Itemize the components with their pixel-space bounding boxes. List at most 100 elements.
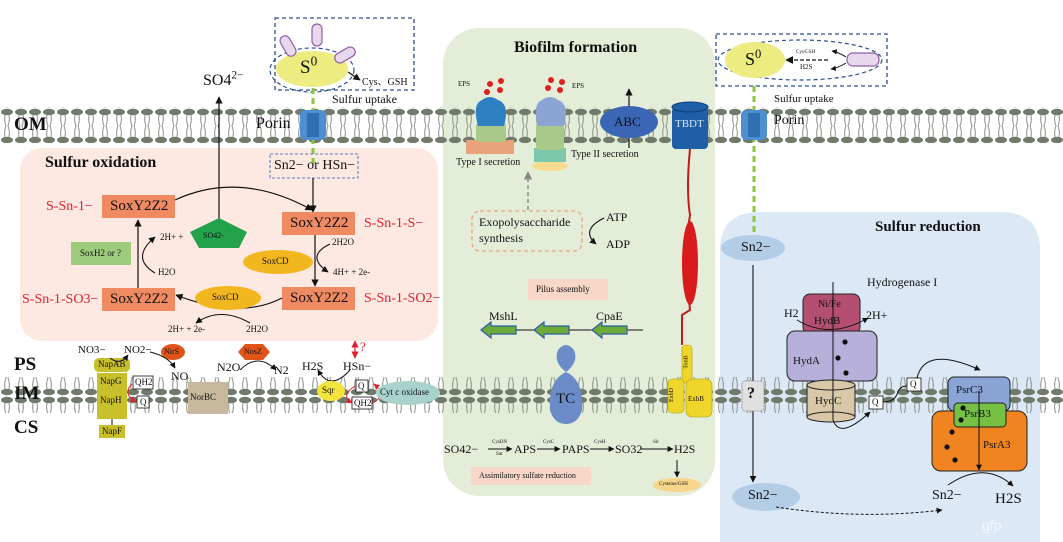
two-h2o-bottom-label: 2H2O <box>246 324 268 334</box>
qh2-label-left: QH2 <box>135 377 153 387</box>
soxcd-ellipse-2 <box>195 286 261 310</box>
porin-left <box>300 110 326 140</box>
s0-dashed-box-right <box>715 33 888 87</box>
atp-adp-arrow <box>589 217 605 245</box>
napab-label: NapAB <box>98 359 126 369</box>
type2-label: Type II secretion <box>571 149 639 160</box>
s0-sup-right: 0 <box>755 47 762 61</box>
type1-label: Type I secretion <box>456 157 521 168</box>
q-label-sqr: Q <box>358 381 365 391</box>
h2s-sqr-label: H2S <box>302 359 324 373</box>
nosz-hexagon <box>238 344 270 360</box>
asr-paps: PAPS <box>562 442 590 456</box>
s0-ellipse-right <box>725 42 785 78</box>
q-label-hyd-1: Q <box>872 397 879 407</box>
two-h-plus-label: 2H+ + <box>160 232 184 242</box>
qh2-box-left <box>132 375 154 390</box>
asr-h2s: H2S <box>674 442 696 456</box>
tbdt-label: TBDT <box>675 118 704 130</box>
sn-dashed-curve <box>775 506 943 515</box>
sn-ellipse-bottom <box>732 483 800 511</box>
abc-transporter <box>600 106 658 138</box>
exbd-box <box>667 378 685 414</box>
asr-so3: SO32− <box>615 442 650 456</box>
h2s-label-right: H2S <box>800 63 813 71</box>
napab-box <box>94 358 130 372</box>
napf-box <box>99 425 125 438</box>
mshl-label: MshL <box>489 309 518 323</box>
s0-ellipse-left <box>276 51 348 87</box>
type2-secretion-complex <box>532 97 568 171</box>
asr-cysh: CysH <box>594 440 606 445</box>
two-h-reduction-label: 2H+ <box>866 308 888 322</box>
cpae-label: CpaE <box>596 309 623 323</box>
sox-label-tr: SoxY2Z2 <box>290 215 349 231</box>
pilus-label-bg <box>528 279 608 300</box>
hydc-label: HydC <box>815 395 842 407</box>
s0-label-left: S0 <box>300 55 317 78</box>
right-h2o-curve <box>316 243 331 273</box>
gene-arrow-middle <box>533 320 570 340</box>
im-label: IM <box>14 383 40 404</box>
sn-bottom-left-label: Sn2− <box>748 488 778 503</box>
naph-label: NapH <box>100 395 122 405</box>
sulfate-label-top: SO42− <box>203 69 244 89</box>
q-box-sqr <box>355 379 369 393</box>
input-box-label: Sn2− or HSn− <box>274 158 356 173</box>
side-chain-bl: S-Sn-1-SO3− <box>22 292 99 307</box>
soxh-label: SoxH2 or ? <box>80 248 121 258</box>
sulfur-uptake-label-left: Sulfur uptake <box>332 92 397 106</box>
psrb-box <box>953 402 1007 428</box>
sulfur-reduction-title: Sulfur reduction <box>875 219 981 235</box>
type1-secretion-complex <box>466 97 514 154</box>
nife-label: Ni/Fe <box>818 299 841 310</box>
pilus-label: Pilus assembly <box>536 284 590 294</box>
cysteine-gsh-ellipse <box>653 478 701 492</box>
cys-gsh-label-left: Cys、GSH <box>362 77 408 88</box>
psra-label: PsrA3 <box>983 439 1011 451</box>
porin-right <box>741 110 767 140</box>
sulfate-charge: 2− <box>231 69 244 82</box>
bacteria-cells-left <box>279 23 356 64</box>
norbc-box <box>188 382 228 414</box>
soxcd-ellipse-1 <box>243 250 313 274</box>
psr-dots <box>944 405 966 463</box>
soxcd-label-2: SoxCD <box>212 292 239 302</box>
biofilm-title: Biofilm formation <box>514 39 638 56</box>
abc-label: ABC <box>614 114 641 129</box>
s0-text: S <box>300 57 311 78</box>
eps-synthesis-label-2: synthesis <box>479 231 524 245</box>
no-label: NO <box>171 369 189 383</box>
exbb-box <box>685 378 713 418</box>
adp-label: ADP <box>606 237 631 251</box>
tbdt-barrel <box>671 101 709 149</box>
pentagon-label: SO42- <box>203 231 224 240</box>
outer-membrane <box>0 107 1063 143</box>
asr-cysdn: CysDN <box>492 440 508 445</box>
asr-sir: Sir <box>653 440 659 445</box>
watermark: gfp <box>982 517 1002 533</box>
h2s-reduction-label: H2S <box>995 491 1022 507</box>
soxh-box <box>71 242 131 265</box>
no2-label: NO2− <box>124 344 152 356</box>
tl-to-tr-arrow <box>174 186 313 211</box>
hyda-label: HydA <box>793 355 820 367</box>
eps-label-2: EPS <box>572 82 585 90</box>
tonb-red-domain <box>682 221 698 305</box>
hydrogenase-label: Hydrogenase I <box>867 275 938 289</box>
n2o-label: N2O <box>217 360 241 374</box>
h2-label: H2 <box>784 306 799 320</box>
gene-arrow-mshl <box>480 320 517 340</box>
unknown-transporter-label: ? <box>747 385 755 402</box>
sox-box-tl <box>102 195 175 218</box>
assimilatory-label-bg <box>471 467 591 485</box>
s0-to-cys-arrow <box>347 71 361 81</box>
bacteria-cell-right <box>846 52 880 67</box>
two-h-2e-label: 2H+ + 2e- <box>168 324 206 334</box>
hydc-cylinder <box>806 379 856 423</box>
porin-label-left: Porin <box>256 115 291 132</box>
eps-label-1: EPS <box>458 80 471 88</box>
s0-text-right: S <box>745 49 756 69</box>
sulfur-uptake-label-right: Sulfur uptake <box>774 93 834 105</box>
